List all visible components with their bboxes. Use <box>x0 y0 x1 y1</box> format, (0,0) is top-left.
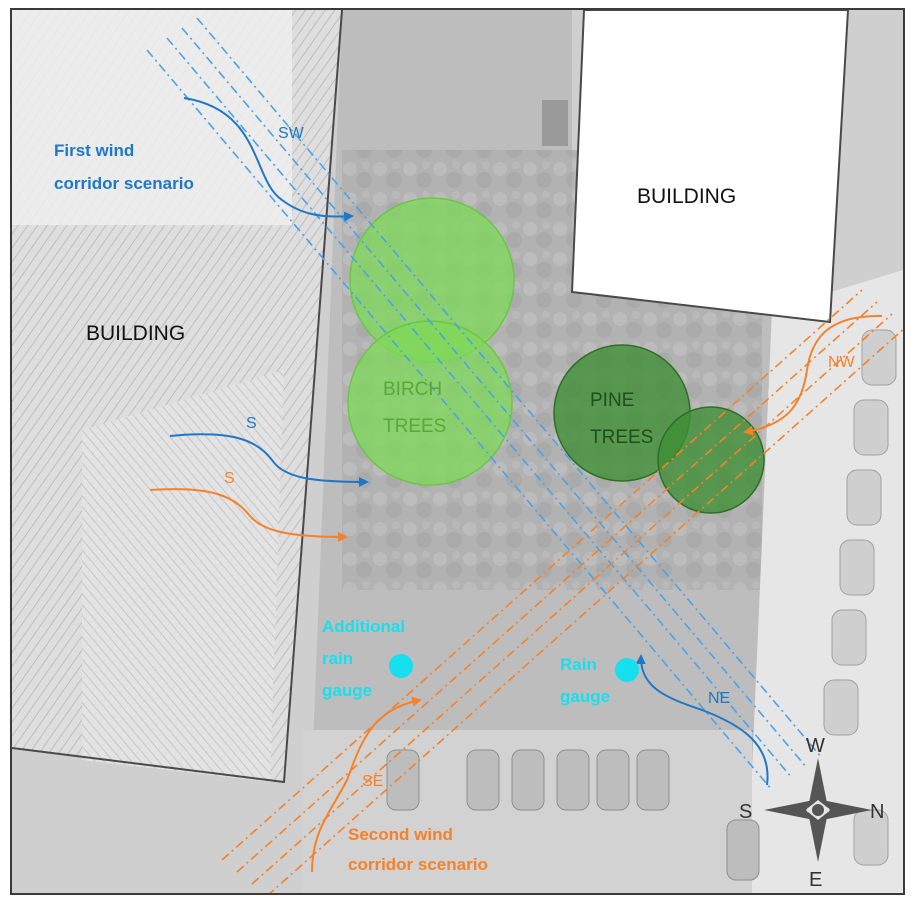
left-building-outline <box>12 10 343 784</box>
rain-gauge-label-line1: Rain <box>560 655 597 674</box>
pine-label-line2: TREES <box>590 427 653 448</box>
compass-label-e: E <box>809 869 822 891</box>
compass-label-n: N <box>870 801 884 823</box>
rain-gauge-label-line2: gauge <box>560 687 610 706</box>
additional-gauge-label-line3: gauge <box>322 681 372 700</box>
wind-label-s-orange: S <box>224 470 235 487</box>
left-building-label: BUILDING <box>86 322 185 345</box>
parked-cars-bottom <box>386 749 760 881</box>
first-scenario-label-line1: First wind <box>54 141 134 160</box>
compass-label-w: W <box>806 735 825 757</box>
additional-gauge-label-line2: rain <box>322 649 353 668</box>
left-building-upper-roof <box>12 10 292 225</box>
pine-tree-canopy-2 <box>657 406 765 514</box>
left-building-roof-wing <box>82 370 284 782</box>
wind-label-s-blue: S <box>246 415 257 432</box>
first-scenario-label-line2: corridor scenario <box>54 174 194 193</box>
second-scenario-label-line2: corridor scenario <box>348 855 488 874</box>
birch-label-line2: TREES <box>383 416 446 437</box>
right-building <box>570 10 850 324</box>
wind-arrow-se <box>311 696 422 873</box>
parked-cars-right <box>823 329 897 866</box>
wind-arrow-s-orange <box>149 488 348 542</box>
wind-label-se: SE <box>362 773 383 790</box>
birch-tree-canopy-2 <box>347 320 513 486</box>
wind-label-nw: NW <box>828 354 856 371</box>
rain-gauge-marker <box>615 658 639 682</box>
wind-arrow-ne <box>635 654 769 786</box>
right-building-label: BUILDING <box>637 185 736 208</box>
rooftop-unit <box>542 100 568 146</box>
additional-gauge-label-line1: Additional <box>322 617 405 636</box>
compass-label-s: S <box>739 801 752 823</box>
site-map: BUILDING BUILDING BIRCH TREES PINE TREES… <box>10 8 905 895</box>
wind-arrow-s-blue <box>169 433 369 487</box>
map-canvas: BUILDING BUILDING BIRCH TREES PINE TREES… <box>12 10 903 893</box>
pine-label-line1: PINE <box>590 390 634 411</box>
second-scenario-label-line1: Second wind <box>348 825 453 844</box>
wind-arrow-sw <box>183 97 354 222</box>
wind-label-sw: SW <box>278 125 305 142</box>
birch-label-line1: BIRCH <box>383 379 442 400</box>
wind-arrow-nw <box>743 314 883 436</box>
wind-label-ne: NE <box>708 690 730 707</box>
compass-rose <box>764 758 872 862</box>
additional-rain-gauge-marker <box>389 654 413 678</box>
